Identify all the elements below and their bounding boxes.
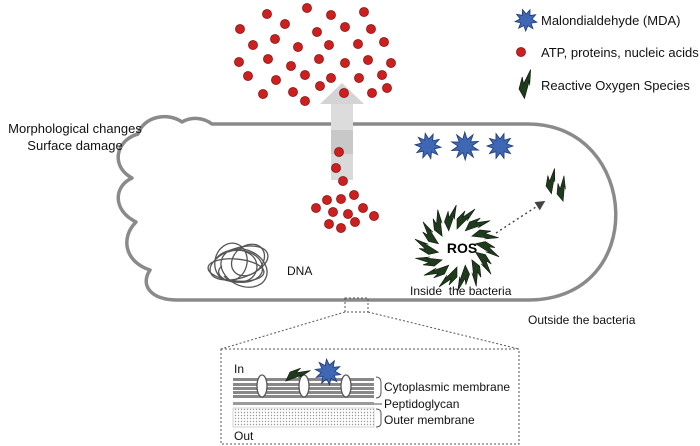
ros-burst-bolt-icon xyxy=(444,204,457,232)
ros-burst-bolt-icon xyxy=(438,266,458,288)
ros-burst-bolt-icon xyxy=(471,259,482,287)
released-molecule-dot xyxy=(300,70,310,80)
ros-burst-bolt-icon xyxy=(415,256,443,267)
legend-release-label: ATP, proteins, nucleic acids xyxy=(541,45,699,60)
intracellular-molecule-dot xyxy=(311,203,321,213)
inside-bacteria-label: Inside the bacteria xyxy=(410,284,512,298)
released-molecule-dot xyxy=(382,83,392,93)
intracellular-molecule-dot xyxy=(369,211,379,221)
dna-label: DNA xyxy=(287,264,313,278)
released-molecule-dot xyxy=(377,70,387,80)
intracellular-molecule-dot xyxy=(328,207,338,217)
intracellular-molecule-dot xyxy=(331,163,341,173)
released-molecule-dot xyxy=(324,40,334,50)
mda-legend-icon xyxy=(514,8,538,33)
released-molecule-dot xyxy=(271,75,281,85)
released-molecule-dot xyxy=(270,34,280,44)
peptidoglycan-layer xyxy=(233,402,374,405)
mda-star-icon xyxy=(485,132,515,160)
intracellular-molecule-dot xyxy=(358,203,368,213)
released-molecule-dot xyxy=(353,39,363,49)
released-molecule-dot xyxy=(302,3,312,13)
cytoplasmic-membrane-layer xyxy=(233,374,374,398)
released-molecule-dot xyxy=(367,88,377,98)
released-molecule-dot xyxy=(286,61,296,71)
released-molecule-dot xyxy=(354,73,364,83)
released-molecule-dot xyxy=(262,9,272,19)
ros-burst-bolt-icon xyxy=(432,209,443,237)
ros-escape-arrow xyxy=(495,200,546,234)
escaped-ros-bolt-icon xyxy=(545,168,556,195)
released-molecule-dot xyxy=(379,37,389,47)
ros-burst-bolt-icon xyxy=(471,229,499,240)
ros-burst-label: ROS xyxy=(446,240,478,256)
ros-burst-bolt-icon xyxy=(414,238,440,255)
ros-burst-bolt-icon xyxy=(456,208,476,230)
released-molecule-dot xyxy=(326,73,336,83)
intracellular-molecule-dot xyxy=(336,194,346,204)
released-molecule-dot xyxy=(243,71,253,81)
released-molecule-dot xyxy=(234,57,244,67)
zoom-line-right xyxy=(367,311,520,350)
inset-mda-star-icon xyxy=(314,357,342,387)
released-molecule-dot xyxy=(339,88,349,98)
intracellular-molecule-dot xyxy=(322,195,332,205)
peptidoglycan-label: Peptidoglycan xyxy=(384,397,460,411)
outside-bacteria-label: Outside the bacteria xyxy=(528,313,636,327)
mda-star-icon xyxy=(413,132,443,160)
ros-burst-bolt-icon xyxy=(474,251,492,275)
release-legend-icon xyxy=(516,47,526,57)
released-molecule-dot xyxy=(280,19,290,29)
ros-burst-bolt-icon xyxy=(422,221,440,245)
released-molecule-dot xyxy=(288,87,298,97)
zoom-line-left xyxy=(220,311,346,350)
ros-burst-bolt-icon xyxy=(464,217,491,232)
released-molecule-dot xyxy=(314,54,324,64)
morphology-label-line1: Morphological changes xyxy=(8,121,142,136)
ros-burst-bolt-icon xyxy=(474,241,500,258)
released-molecule-dot xyxy=(386,58,396,68)
released-molecule-dot xyxy=(293,42,303,52)
legend-ros-label: Reactive Oxygen Species xyxy=(541,78,690,93)
intracellular-molecule-dot xyxy=(350,217,360,227)
released-molecule-dot xyxy=(326,10,336,20)
intracellular-molecule-dot xyxy=(324,219,334,229)
released-molecule-dot xyxy=(366,24,376,34)
ros-burst-bolt-icon xyxy=(457,264,470,292)
outer-membrane-layer xyxy=(232,407,375,428)
inset-out-label: Out xyxy=(234,429,254,443)
outer-membrane-label: Outer membrane xyxy=(384,413,475,427)
released-molecule-dot xyxy=(235,24,245,34)
intracellular-molecule-dot xyxy=(338,176,348,186)
inset-in-label: In xyxy=(234,362,245,376)
outer-bracket xyxy=(375,408,382,428)
released-molecule-dot xyxy=(312,27,322,37)
intracellular-molecule-dot xyxy=(343,209,353,219)
released-molecule-dot xyxy=(263,54,273,64)
mda-star-icon xyxy=(450,130,480,162)
released-molecule-dot xyxy=(258,89,268,99)
released-molecule-dot xyxy=(315,81,325,91)
released-molecule-dot xyxy=(363,55,373,65)
dna-tangle xyxy=(207,242,269,288)
released-molecule-dot xyxy=(248,40,258,50)
escaped-ros-bolt-icon xyxy=(556,175,566,202)
released-molecule-dot xyxy=(340,58,350,68)
released-molecule-dot xyxy=(359,7,369,17)
legend-mda-label: Malondialdehyde (MDA) xyxy=(541,13,681,28)
morphology-label-line2: Surface damage xyxy=(27,138,123,153)
cytoplasmic-membrane-label: Cytoplasmic membrane xyxy=(384,380,511,394)
cytoplasmic-bracket xyxy=(375,376,382,399)
intracellular-molecule-dot xyxy=(349,190,359,200)
membrane-zoom-box xyxy=(344,297,369,313)
released-molecule-dot xyxy=(340,22,350,32)
released-molecule-dot xyxy=(300,96,310,106)
ros-burst-bolt-icon xyxy=(423,264,450,279)
inset-ros-bolt-icon xyxy=(285,367,311,382)
ros-legend-icon xyxy=(518,69,531,100)
intracellular-molecule-dot xyxy=(334,147,344,157)
intracellular-molecule-dot xyxy=(336,223,346,233)
